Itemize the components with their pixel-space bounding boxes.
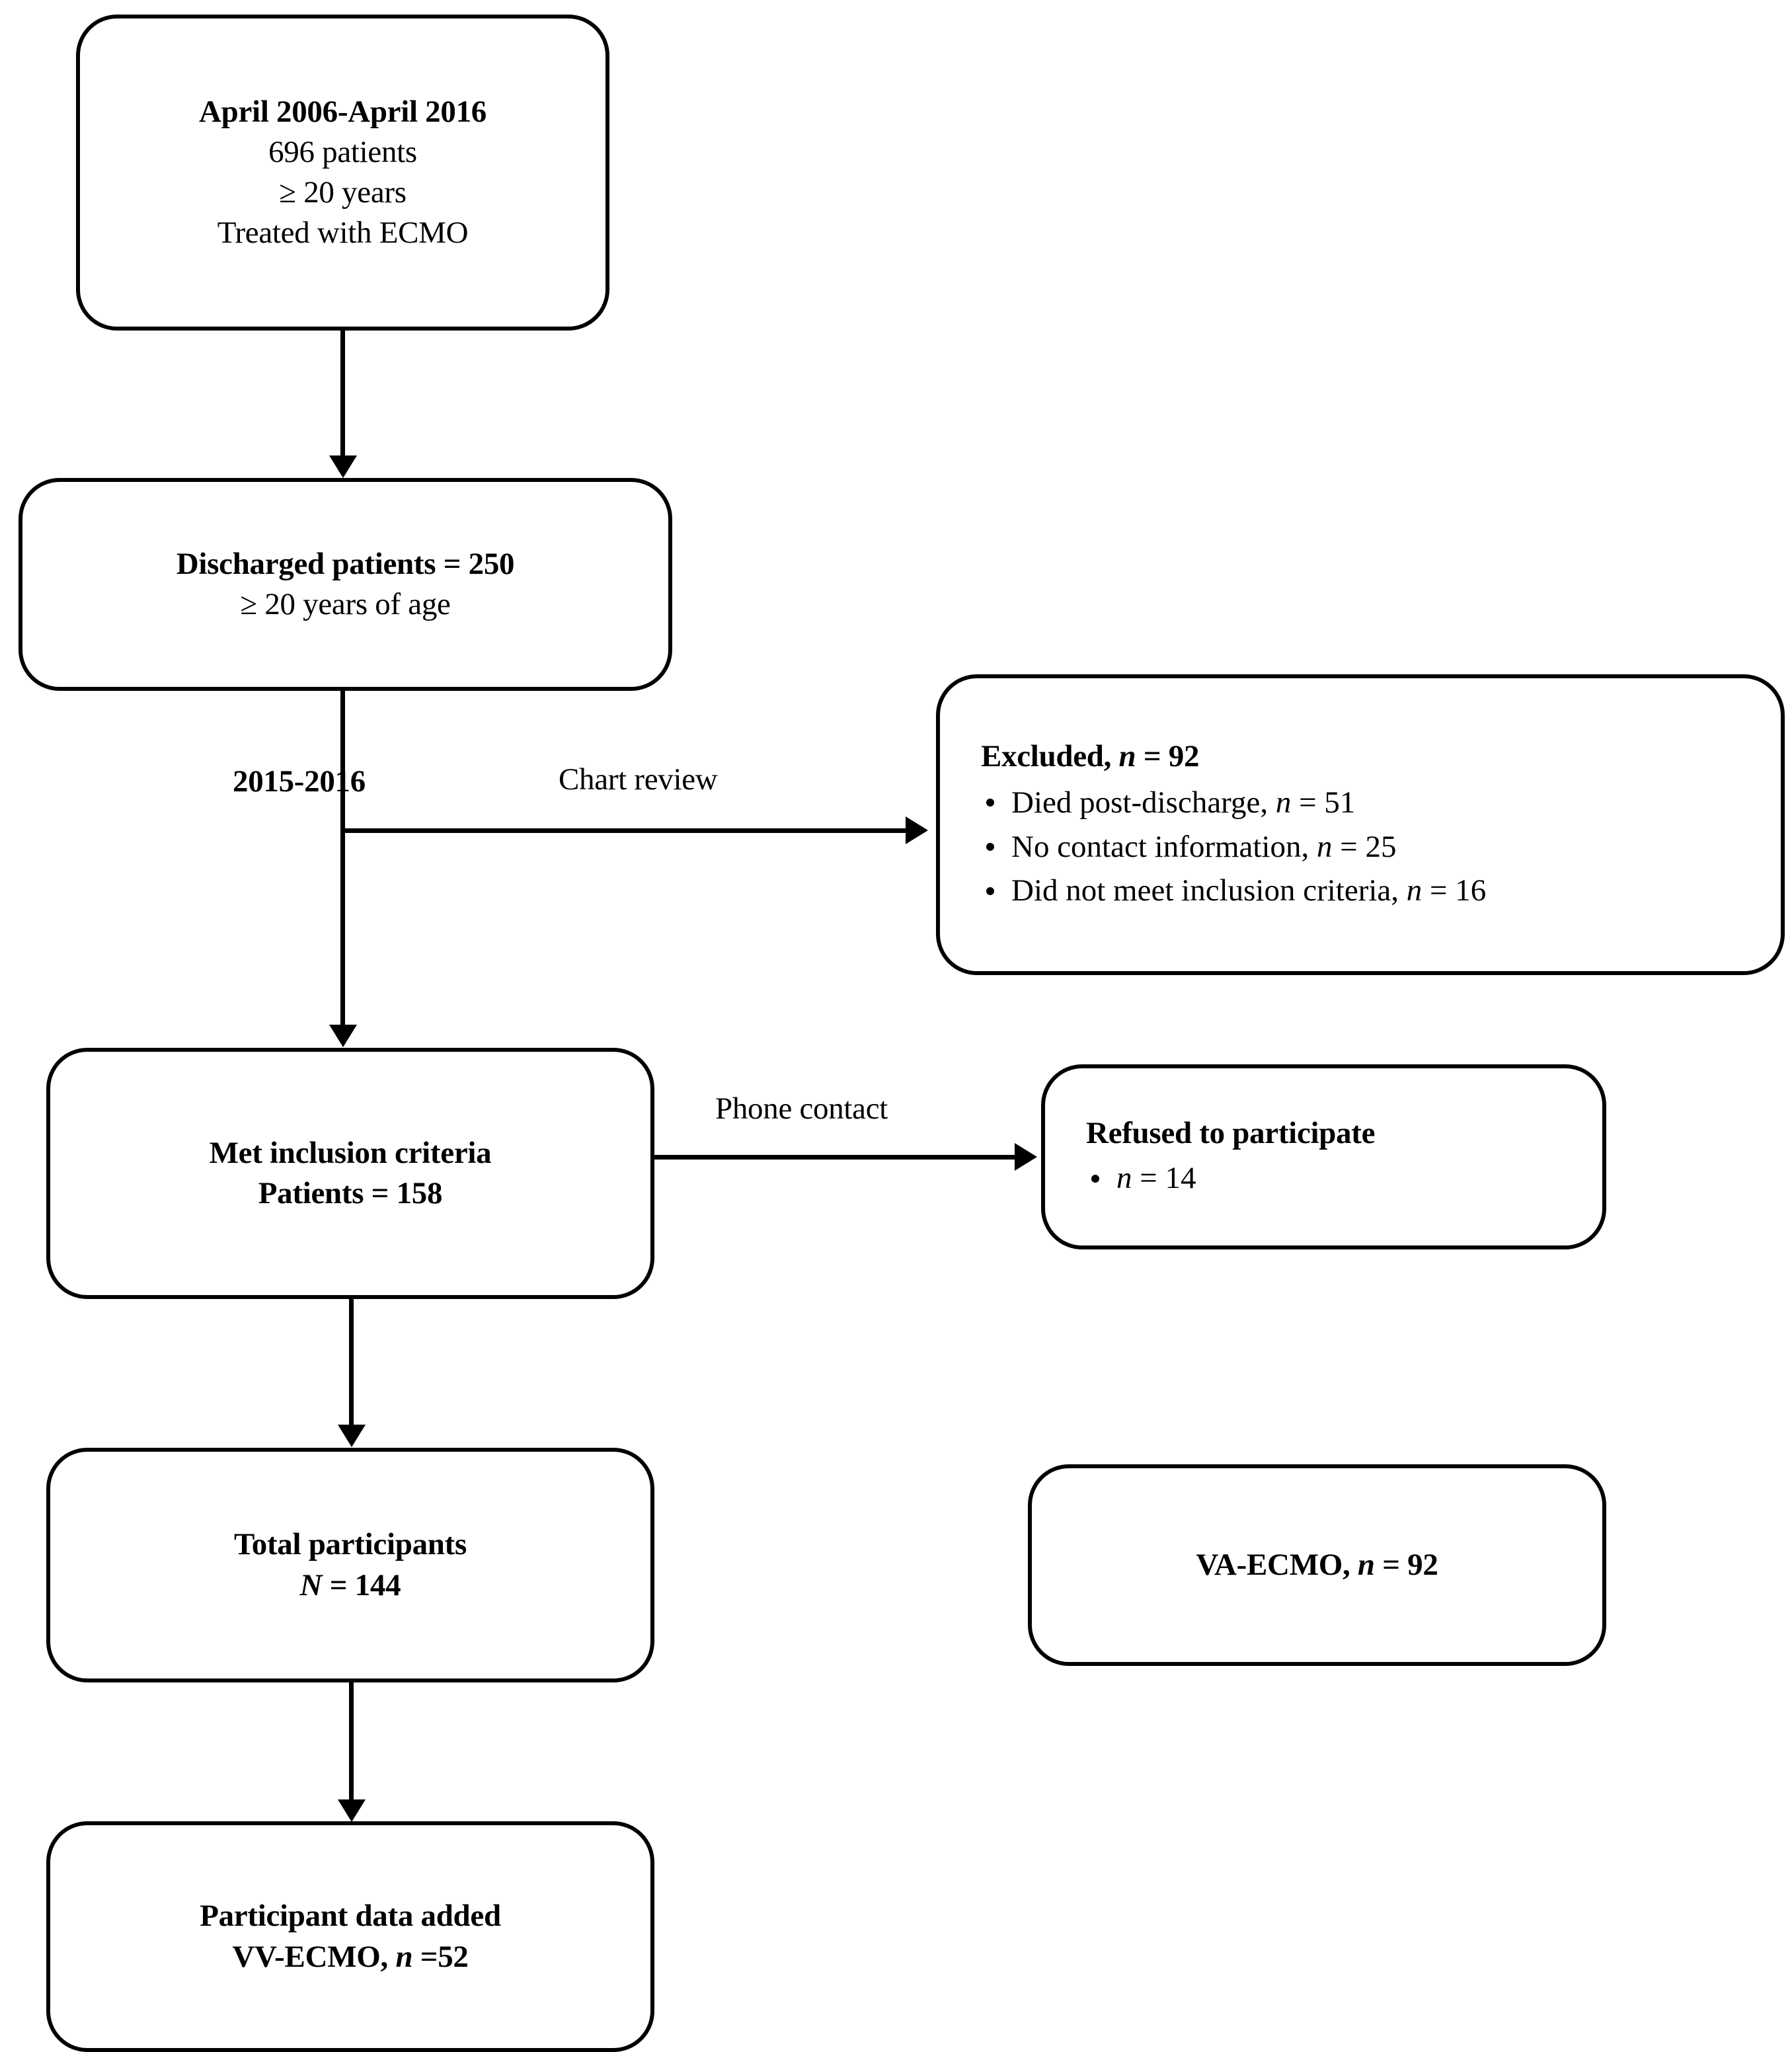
excluded-item-2-post: = 16 bbox=[1422, 873, 1487, 908]
node-refused-to-participate[interactable]: Refused to participate n = 14 bbox=[1041, 1064, 1606, 1249]
excluded-item-0-post: = 51 bbox=[1291, 785, 1356, 820]
excluded-heading-post: = 92 bbox=[1136, 738, 1200, 773]
met-inclusion-line-2: Patients = 158 bbox=[258, 1176, 443, 1210]
discharged-line-1: Discharged patients = 250 bbox=[176, 546, 515, 581]
total-participants-line-2: N = 144 bbox=[300, 1565, 401, 1606]
arrowhead-met-to-total bbox=[338, 1425, 366, 1447]
excluded-item-0-italic: n bbox=[1275, 785, 1292, 820]
edge-label-phone-contact: Phone contact bbox=[715, 1091, 888, 1126]
list-item: n = 14 bbox=[1086, 1156, 1196, 1201]
connector-total-to-participant-data bbox=[349, 1682, 354, 1799]
list-item: No contact information, n = 25 bbox=[981, 825, 1486, 869]
arrowhead-cohort-to-discharged bbox=[329, 455, 357, 478]
va-ecmo-label: VA-ECMO, n = 92 bbox=[1196, 1545, 1438, 1585]
excluded-item-1-italic: n bbox=[1317, 829, 1333, 864]
cohort-line-3: ≥ 20 years bbox=[279, 175, 407, 210]
refused-detail-list: n = 14 bbox=[1086, 1156, 1196, 1201]
participant-data-post: =52 bbox=[412, 1939, 469, 1974]
excluded-item-1-post: = 25 bbox=[1332, 829, 1397, 864]
edge-label-chart-review: Chart review bbox=[559, 762, 718, 797]
total-participants-line-1: Total participants bbox=[234, 1527, 467, 1562]
met-inclusion-line-1: Met inclusion criteria bbox=[209, 1135, 492, 1170]
excluded-item-0-pre: Died post-discharge, bbox=[1011, 785, 1276, 820]
arrowhead-to-met-inclusion bbox=[329, 1025, 357, 1047]
connector-to-refused bbox=[654, 1155, 1015, 1160]
node-met-inclusion-criteria[interactable]: Met inclusion criteria Patients = 158 bbox=[46, 1048, 654, 1299]
connector-trunk-to-met-inclusion bbox=[340, 828, 345, 1025]
arrowhead-total-to-participant-data bbox=[338, 1799, 366, 1822]
arrowhead-to-excluded bbox=[906, 816, 928, 844]
refused-item-0-italic: n bbox=[1116, 1161, 1132, 1196]
connector-met-to-total bbox=[349, 1299, 354, 1425]
va-ecmo-pre: VA-ECMO, bbox=[1196, 1547, 1358, 1582]
node-va-ecmo-group[interactable]: VA-ECMO, n = 92 bbox=[1028, 1464, 1606, 1666]
refused-item-0-post: = 14 bbox=[1132, 1161, 1196, 1196]
excluded-heading-pre: Excluded, bbox=[981, 738, 1119, 773]
connector-to-excluded bbox=[340, 828, 906, 833]
connector-discharged-trunk bbox=[340, 691, 345, 833]
cohort-line-4: Treated with ECMO bbox=[217, 216, 469, 251]
node-total-participants[interactable]: Total participants N = 144 bbox=[46, 1448, 654, 1682]
node-discharged-patients[interactable]: Discharged patients = 250 ≥ 20 years of … bbox=[19, 478, 672, 691]
participant-data-italic-n: n bbox=[395, 1939, 413, 1974]
list-item: Did not meet inclusion criteria, n = 16 bbox=[981, 869, 1486, 913]
edge-label-years: 2015-2016 bbox=[233, 764, 366, 799]
participant-data-line-2: VV-ECMO, n =52 bbox=[232, 1937, 469, 1977]
total-participants-value: = 144 bbox=[322, 1567, 401, 1602]
refused-heading: Refused to participate bbox=[1086, 1116, 1376, 1151]
va-ecmo-post: = 92 bbox=[1374, 1547, 1438, 1582]
va-ecmo-italic-n: n bbox=[1357, 1547, 1375, 1582]
node-participant-data-added[interactable]: Participant data added VV-ECMO, n =52 bbox=[46, 1821, 654, 2052]
cohort-line-1: April 2006-April 2016 bbox=[199, 94, 487, 129]
cohort-line-2: 696 patients bbox=[268, 134, 417, 169]
arrowhead-to-refused bbox=[1015, 1143, 1037, 1171]
participant-data-pre: VV-ECMO, bbox=[232, 1939, 396, 1974]
excluded-heading: Excluded, n = 92 bbox=[981, 736, 1199, 777]
node-excluded[interactable]: Excluded, n = 92 Died post-discharge, n … bbox=[936, 674, 1785, 975]
excluded-reason-list: Died post-discharge, n = 51 No contact i… bbox=[981, 781, 1486, 913]
node-initial-cohort[interactable]: April 2006-April 2016 696 patients ≥ 20 … bbox=[76, 15, 609, 331]
discharged-line-2: ≥ 20 years of age bbox=[240, 587, 451, 621]
list-item: Died post-discharge, n = 51 bbox=[981, 781, 1486, 825]
connector-cohort-to-discharged bbox=[340, 331, 345, 455]
total-participants-italic-n: N bbox=[299, 1567, 323, 1602]
excluded-item-1-pre: No contact information, bbox=[1011, 829, 1317, 864]
excluded-heading-italic: n bbox=[1118, 738, 1136, 773]
excluded-item-2-italic: n bbox=[1406, 873, 1422, 908]
excluded-item-2-pre: Did not meet inclusion criteria, bbox=[1011, 873, 1407, 908]
participant-data-line-1: Participant data added bbox=[200, 1899, 501, 1934]
